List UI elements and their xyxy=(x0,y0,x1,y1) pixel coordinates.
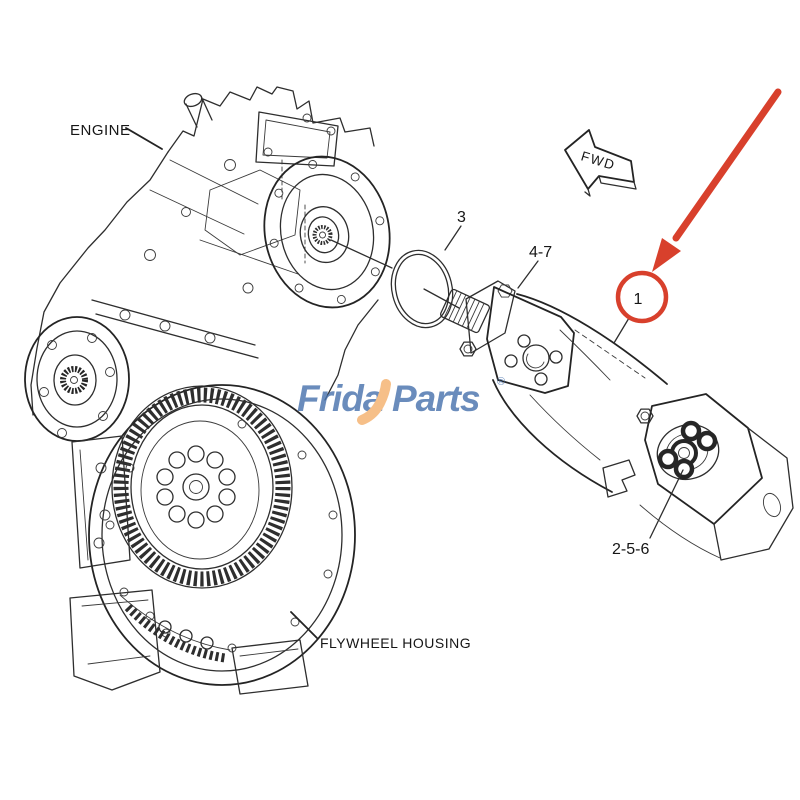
callout-2-5-6: 2-5-6 xyxy=(612,541,649,558)
red-highlight-annotation: 1 xyxy=(613,88,782,344)
engine-leader-line xyxy=(125,127,163,150)
assembly-centerline-left xyxy=(330,239,393,269)
pump-assembly-drawing xyxy=(439,280,794,561)
flywheel-housing-leader xyxy=(290,611,318,639)
highlight-circle xyxy=(615,270,669,324)
fwd-arrow-label: FWD xyxy=(579,148,617,173)
port-plug xyxy=(696,430,718,452)
fridayparts-watermark: Frida Parts ® xyxy=(297,376,505,425)
o-ring-item-3 xyxy=(390,249,454,329)
pump-splined-shaft xyxy=(439,288,491,334)
watermark-suffix: Parts xyxy=(392,378,480,419)
callout-4-7-leader xyxy=(517,260,539,289)
flywheel-housing-drawing xyxy=(69,384,356,695)
engine-block-drawing xyxy=(24,86,391,442)
callout-4-7: 4-7 xyxy=(529,244,552,261)
fwd-direction-arrow: FWD xyxy=(564,129,637,197)
port-plug xyxy=(657,448,679,470)
callout-2-5-6-leader xyxy=(649,469,684,539)
port-plug xyxy=(680,420,702,442)
red-pointer-shaft xyxy=(672,88,782,242)
watermark-registered-icon: ® xyxy=(497,376,505,388)
engine-left-flange xyxy=(24,316,130,442)
red-pointer-arrowhead-icon xyxy=(652,238,681,272)
pump-rear-port-face xyxy=(656,420,720,481)
watermark-swoosh-icon xyxy=(357,379,391,425)
callout-labels: ENGINE 3 4-7 2-5-6 FLYWHEEL HOUSING xyxy=(70,122,684,651)
assembly-centerline-right xyxy=(423,288,460,309)
flywheel-bolt-cluster xyxy=(156,445,236,529)
callout-1: 1 xyxy=(634,291,643,308)
callout-3-leader xyxy=(444,225,462,251)
engine-pto-flange xyxy=(263,155,391,309)
flywheel-housing-label: FLYWHEEL HOUSING xyxy=(320,635,471,651)
callout-3: 3 xyxy=(457,209,466,226)
port-plug xyxy=(673,458,695,480)
callout-1-leader xyxy=(613,317,630,344)
engine-label: ENGINE xyxy=(70,122,131,139)
